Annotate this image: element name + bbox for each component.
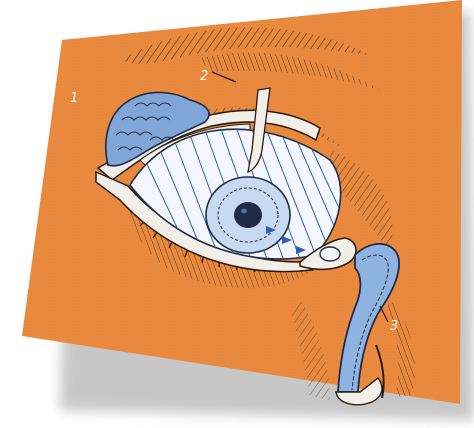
label-2: 2	[200, 69, 208, 84]
label-1: 1	[70, 91, 78, 106]
lacrimal-punctum	[320, 247, 340, 261]
label-3: 3	[390, 319, 398, 334]
